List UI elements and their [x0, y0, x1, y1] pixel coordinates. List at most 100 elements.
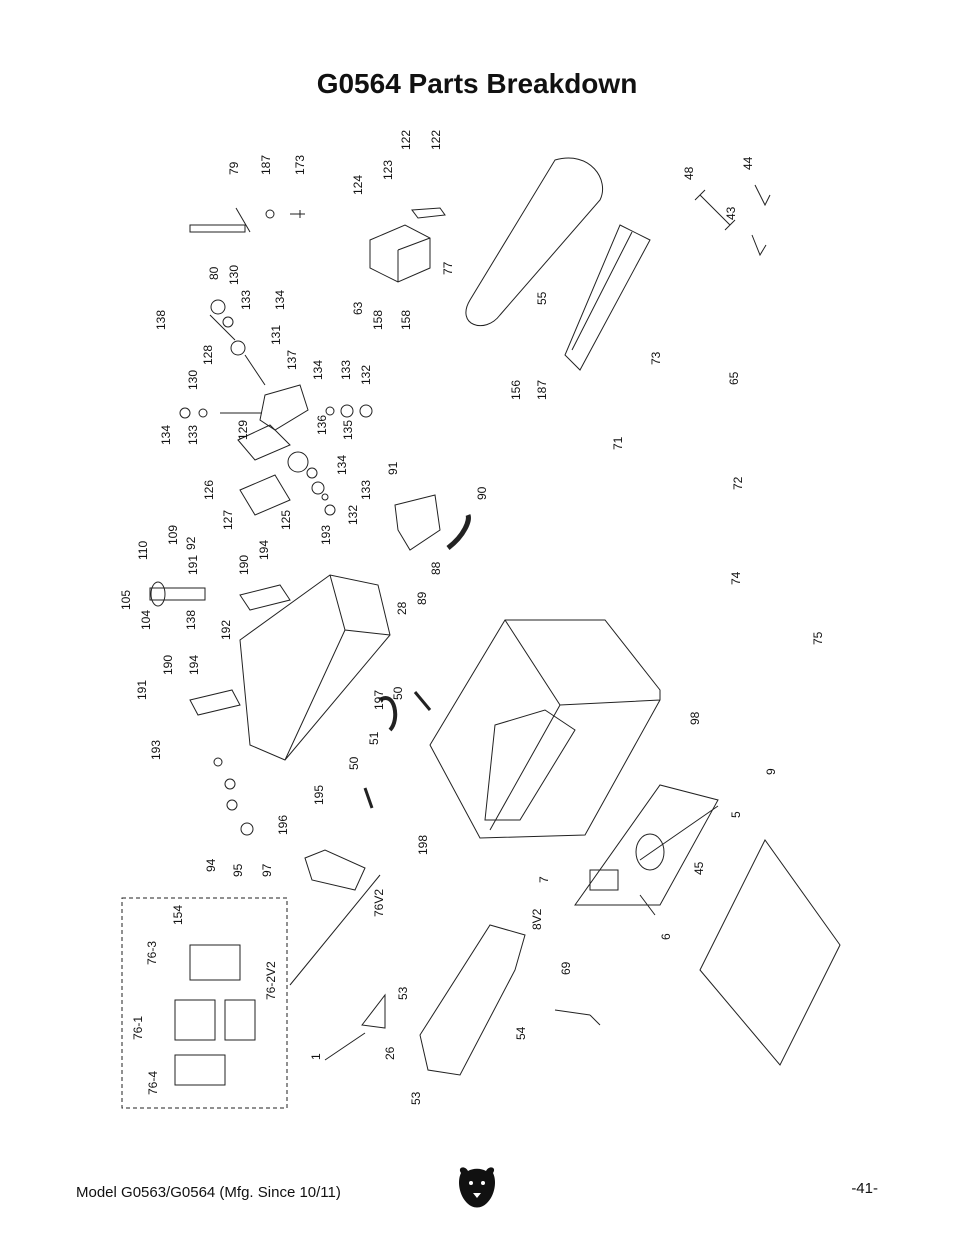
- part-callout-label: 94: [204, 858, 218, 872]
- part-callout-label: 187: [259, 155, 273, 175]
- part-callout-label: 132: [346, 505, 360, 525]
- part-callout-label: 125: [279, 510, 293, 530]
- part-callout-label: 156: [509, 380, 523, 400]
- part-callout-label: 104: [139, 610, 153, 630]
- part-callout-label: 71: [611, 436, 625, 450]
- part-callout-label: 90: [475, 486, 489, 500]
- part-callout-label: 110: [136, 541, 150, 560]
- part-callout-label: 197: [372, 690, 386, 710]
- part-callout-label: 131: [269, 325, 283, 345]
- part-callout-label: 134: [273, 290, 287, 310]
- part-panel: [574, 784, 719, 906]
- part-callout-label: 76-3: [145, 941, 159, 965]
- part-guard: [394, 494, 441, 551]
- page-number: -41-: [851, 1180, 878, 1197]
- part-callout-label: 187: [535, 380, 549, 400]
- part-callout-label: 133: [239, 290, 253, 310]
- part-callout-label: 77: [441, 261, 455, 275]
- part-callout-label: 7: [537, 876, 551, 883]
- part-callout-label: 130: [227, 265, 241, 285]
- part-callout-label: 91: [386, 461, 400, 475]
- part-callout-label: 92: [184, 536, 198, 550]
- part-callout-label: 75: [811, 631, 825, 645]
- part-callout-label: 193: [319, 525, 333, 545]
- part-callout-label: 133: [186, 425, 200, 445]
- part-table: [699, 839, 841, 1066]
- part-callout-label: 80: [207, 266, 221, 280]
- part-callout-label: 190: [161, 655, 175, 675]
- part-callout-label: 130: [186, 370, 200, 390]
- part-callout-label: 135: [341, 420, 355, 440]
- part-callout-label: 97: [260, 863, 274, 877]
- part-callout-label: 198: [416, 835, 430, 855]
- part-callout-label: 134: [311, 360, 325, 380]
- part-callout-label: 194: [187, 655, 201, 675]
- part-callout-label: 43: [724, 206, 738, 220]
- part-callout-label: 138: [154, 310, 168, 330]
- part-callout-label: 50: [347, 756, 361, 770]
- part-callout-label: 190: [237, 555, 251, 575]
- part-callout-label: 196: [276, 815, 290, 835]
- part-callout-label: 98: [688, 711, 702, 725]
- page-title: G0564 Parts Breakdown: [316, 68, 638, 99]
- part-callout-label: 158: [371, 310, 385, 330]
- part-callout-label: 50: [391, 686, 405, 700]
- part-callout-label: 194: [257, 540, 271, 560]
- part-callout-label: 55: [535, 291, 549, 305]
- part-callout-label: 126: [202, 480, 216, 500]
- part-callout-label: 193: [149, 740, 163, 760]
- bear-head-logo-icon: [459, 1167, 495, 1208]
- part-callout-label: 122: [399, 130, 413, 150]
- part-callout-label: 72: [731, 476, 745, 490]
- part-lever: [189, 207, 251, 233]
- part-callout-label: 105: [119, 590, 133, 610]
- part-callout-label: 28: [395, 601, 409, 615]
- part-callout-label: 132: [359, 365, 373, 385]
- part-callout-label: 76-2V2: [264, 961, 278, 1000]
- part-callout-label: 53: [396, 986, 410, 1000]
- callout-labels: 79 187 173 124 123 122 122 48 44 43 80 130 133 134 138…: [119, 130, 825, 1105]
- part-callout-label: 158: [399, 310, 413, 330]
- part-callout-label: 134: [335, 455, 349, 475]
- part-callout-label: 45: [692, 861, 706, 875]
- part-callout-label: 5: [729, 811, 743, 818]
- part-callout-label: 8V2: [530, 908, 544, 930]
- part-callout-label: 69: [559, 961, 573, 975]
- part-motor-box: [304, 849, 366, 891]
- part-cabinet: [239, 574, 391, 761]
- part-base: [429, 619, 661, 839]
- part-callout-label: 76-4: [146, 1071, 160, 1095]
- part-callout-label: 173: [293, 155, 307, 175]
- part-belt: [465, 157, 604, 327]
- part-callout-label: 123: [381, 160, 395, 180]
- part-callout-label: 127: [221, 510, 235, 530]
- part-callout-label: 74: [729, 571, 743, 585]
- part-callout-label: 44: [741, 156, 755, 170]
- part-callout-label: 191: [135, 680, 149, 700]
- part-callout-label: 128: [201, 345, 215, 365]
- part-callout-label: 6: [659, 933, 673, 940]
- part-callout-label: 191: [186, 555, 200, 575]
- part-callout-label: 195: [312, 785, 326, 805]
- part-callout-label: 65: [727, 371, 741, 385]
- footer-model: Model G0563/G0564 (Mfg. Since 10/11): [76, 1184, 341, 1201]
- part-callout-label: 136: [315, 415, 329, 435]
- part-callout-label: 53: [409, 1091, 423, 1105]
- part-platen: [564, 224, 651, 371]
- part-callout-label: 133: [339, 360, 353, 380]
- part-callout-label: 124: [351, 175, 365, 195]
- part-callout-label: 95: [231, 863, 245, 877]
- part-callout-label: 89: [415, 591, 429, 605]
- part-callout-label: 48: [682, 166, 696, 180]
- part-housing: [259, 384, 309, 431]
- part-bracket: [369, 224, 431, 283]
- part-callout-label: 73: [649, 351, 663, 365]
- part-callout-label: 76V2: [372, 889, 386, 917]
- part-callout-label: 109: [166, 525, 180, 545]
- part-chassis: [419, 924, 526, 1076]
- part-callout-label: 79: [227, 161, 241, 175]
- part-callout-label: 88: [429, 561, 443, 575]
- part-callout-label: 137: [285, 350, 299, 370]
- part-callout-label: 122: [429, 130, 443, 150]
